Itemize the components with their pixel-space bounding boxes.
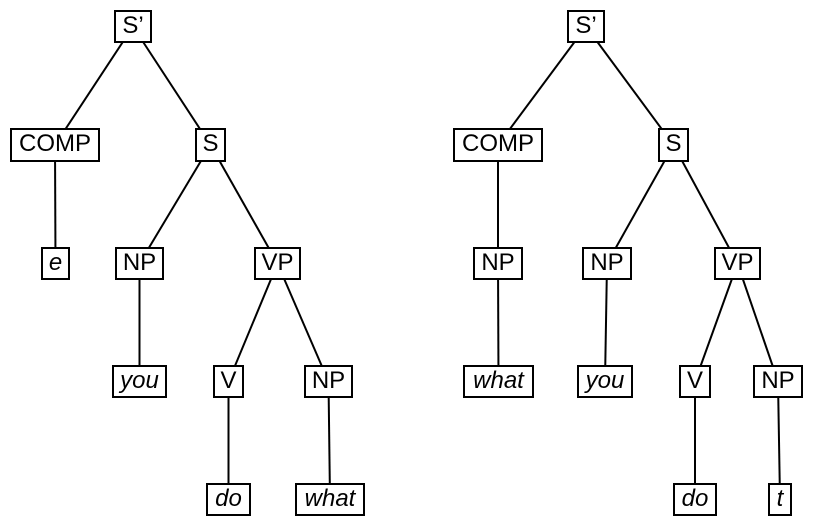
tree-node-left-tree-s: S [195,128,226,162]
tree-node-right-tree-np-obj: NP [753,365,803,398]
tree-node-left-tree-vp: VP [254,247,301,280]
tree-edge-right-tree-np-subj-you [604,263,608,382]
tree-node-right-tree-t: t [768,483,792,516]
tree-edge-left-tree-s-np-subj [138,144,212,265]
tree-edge-right-tree-s-np-subj [606,144,675,264]
tree-node-right-tree-np-subj: NP [582,247,632,280]
tree-edge-left-tree-vp-np-obj [276,263,330,382]
tree-node-left-tree-do: do [206,483,251,516]
tree-edge-left-tree-np-obj-what [327,381,331,500]
tree-edge-right-tree-vp-v [694,263,739,382]
tree-node-left-tree-e: e [41,247,70,280]
tree-node-left-tree-np-subj: NP [115,247,164,280]
tree-edge-left-tree-vp-v [227,263,279,382]
tree-node-left-tree-s-bar: S’ [114,10,152,43]
tree-edge-left-tree-s-bar-s [132,25,212,146]
tree-node-right-tree-you: you [577,365,633,398]
tree-edge-left-tree-comp-e [54,144,57,264]
tree-edge-right-tree-vp-np-obj [736,263,779,382]
tree-node-right-tree-do: do [673,483,717,516]
tree-edge-right-tree-s-bar-comp [497,25,587,146]
tree-edge-right-tree-np-comp-what [497,263,500,382]
tree-edge-right-tree-s-vp [672,144,739,264]
tree-node-right-tree-v: V [679,365,711,398]
tree-edge-right-tree-np-obj-t [777,381,781,500]
tree-node-right-tree-s-bar: S’ [567,10,605,43]
tree-node-left-tree-what: what [295,483,365,516]
tree-node-right-tree-np-comp: NP [473,247,523,280]
tree-node-left-tree-v: V [213,365,244,398]
tree-node-right-tree-what: what [463,365,534,398]
tree-edge-right-tree-s-bar-s [585,25,675,146]
tree-node-right-tree-s: S [658,128,689,162]
tree-node-right-tree-vp: VP [714,247,761,280]
tree-node-left-tree-you: you [112,365,167,398]
tree-edge-left-tree-s-bar-comp [54,25,134,146]
tree-node-left-tree-comp: COMP [10,128,100,162]
tree-edge-left-tree-s-vp [209,144,279,264]
tree-node-left-tree-np-obj: NP [304,365,353,398]
tree-node-right-tree-comp: COMP [453,128,543,162]
